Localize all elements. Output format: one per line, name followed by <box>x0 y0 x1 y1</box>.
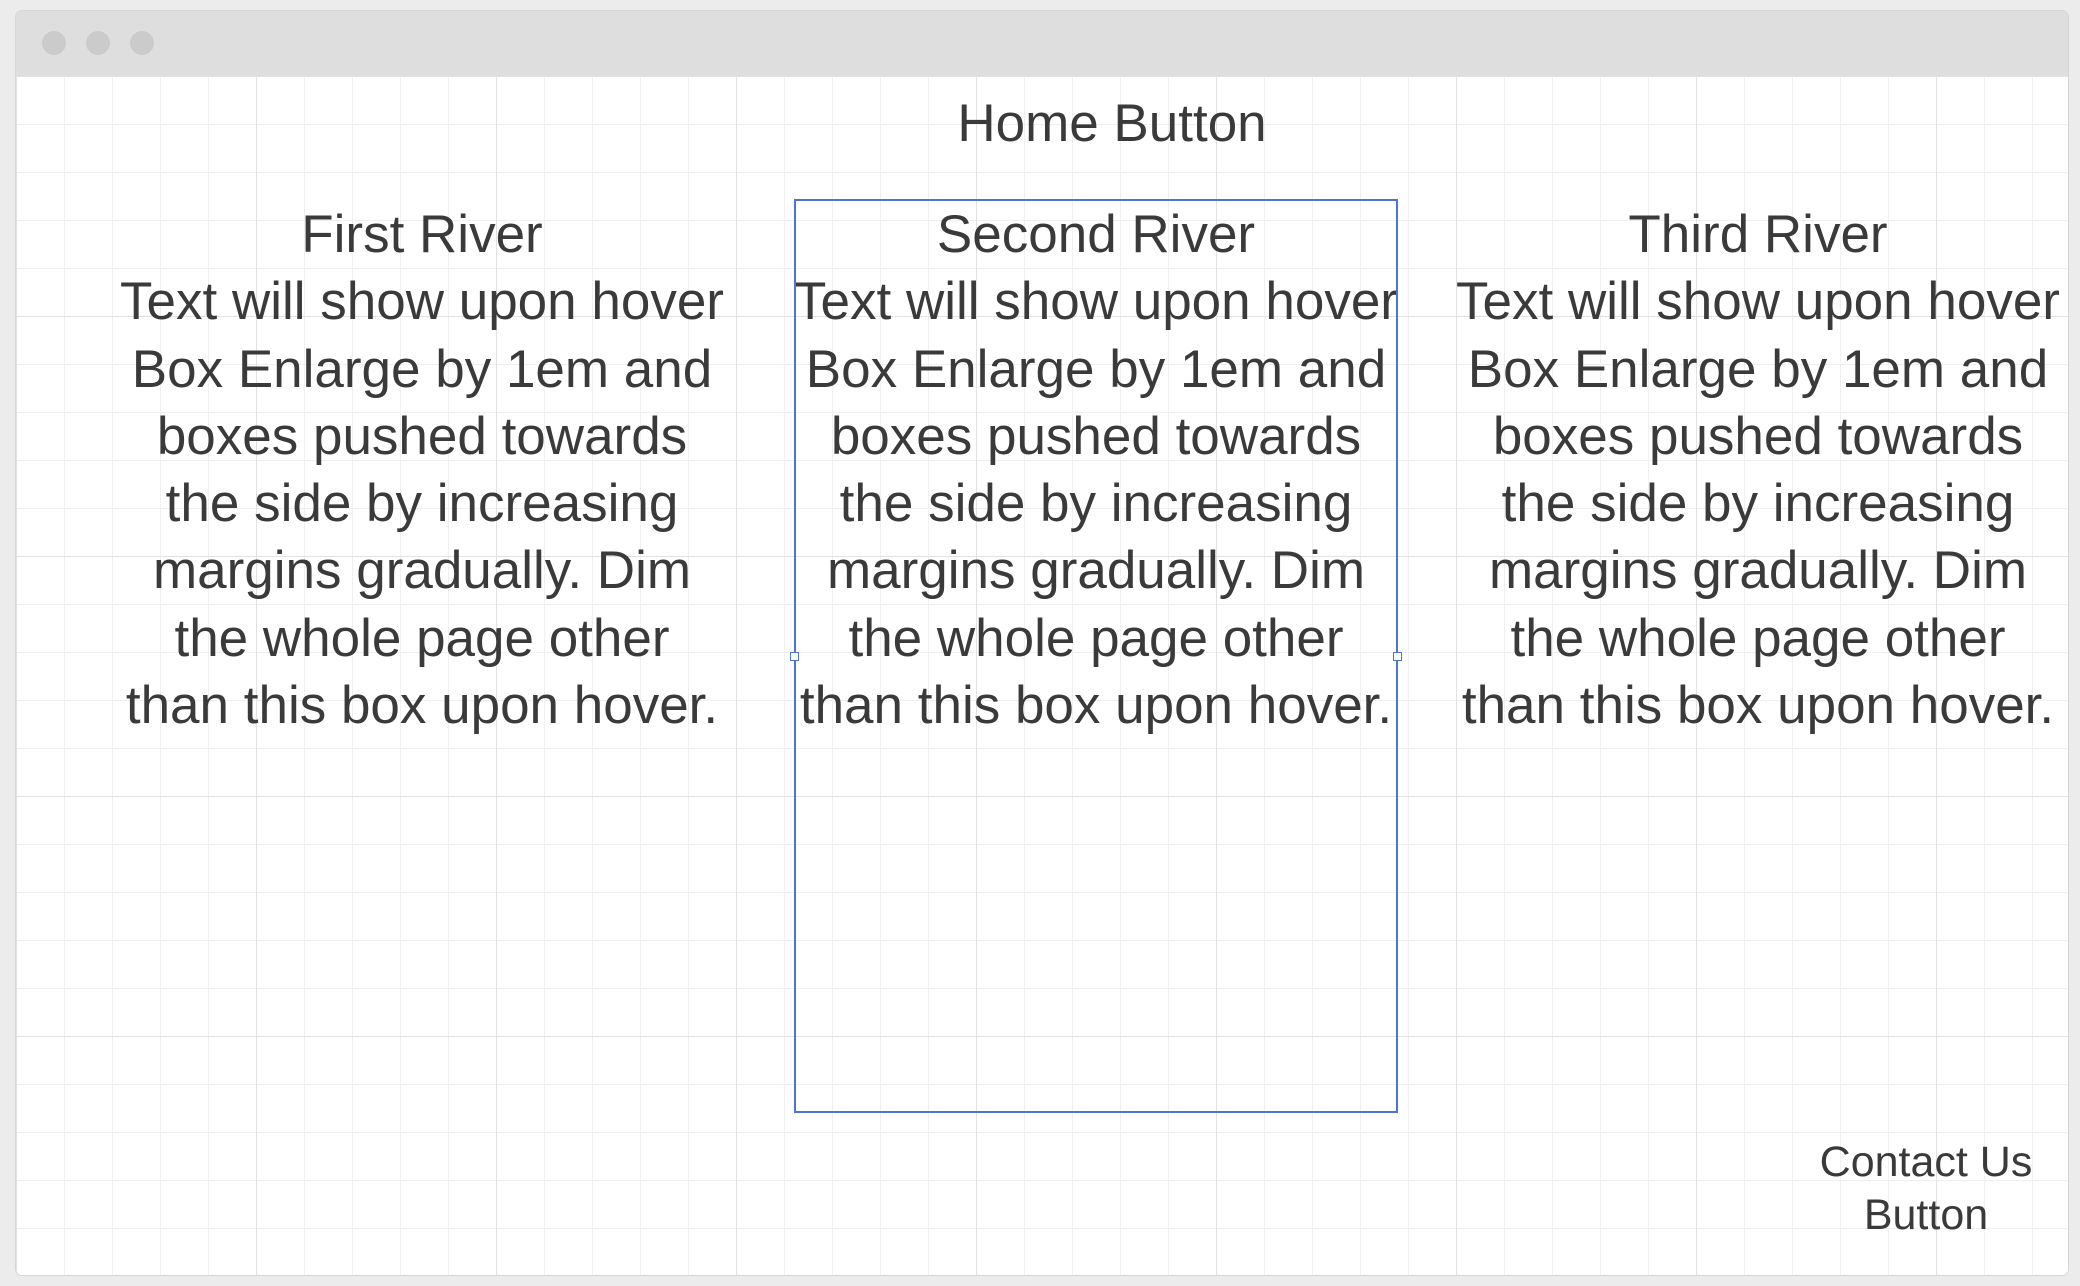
river-card-first[interactable]: First River Text will show upon hover Bo… <box>120 201 724 739</box>
river-description: Box Enlarge by 1em and boxes pushed towa… <box>125 339 719 736</box>
browser-window: Home Button First River Text will show u… <box>16 11 2068 1275</box>
river-description: Box Enlarge by 1em and boxes pushed towa… <box>799 339 1393 736</box>
river-subtitle: Text will show upon hover <box>794 272 1398 332</box>
wireframe-canvas: Home Button First River Text will show u… <box>16 76 2068 1275</box>
selection-outline[interactable] <box>790 199 1402 1113</box>
river-title: First River <box>301 205 543 264</box>
resize-handle-left[interactable] <box>790 652 799 661</box>
resize-handle-right[interactable] <box>1393 652 1402 661</box>
river-card-third[interactable]: Third River Text will show upon hover Bo… <box>1456 201 2060 739</box>
river-title: Second River <box>936 205 1256 264</box>
contact-us-button[interactable]: Contact Us Button <box>1819 1138 2033 1239</box>
window-titlebar <box>16 11 2068 76</box>
minimize-window-dot-icon[interactable] <box>86 31 110 55</box>
river-subtitle: Text will show upon hover <box>1456 272 2060 332</box>
river-description: Box Enlarge by 1em and boxes pushed towa… <box>1461 339 2055 736</box>
home-button[interactable]: Home Button <box>957 94 1267 153</box>
river-card-second[interactable]: Second River Text will show upon hover B… <box>794 201 1398 739</box>
river-subtitle: Text will show upon hover <box>120 272 724 332</box>
close-window-dot-icon[interactable] <box>42 31 66 55</box>
river-title: Third River <box>1628 205 1888 264</box>
maximize-window-dot-icon[interactable] <box>130 31 154 55</box>
